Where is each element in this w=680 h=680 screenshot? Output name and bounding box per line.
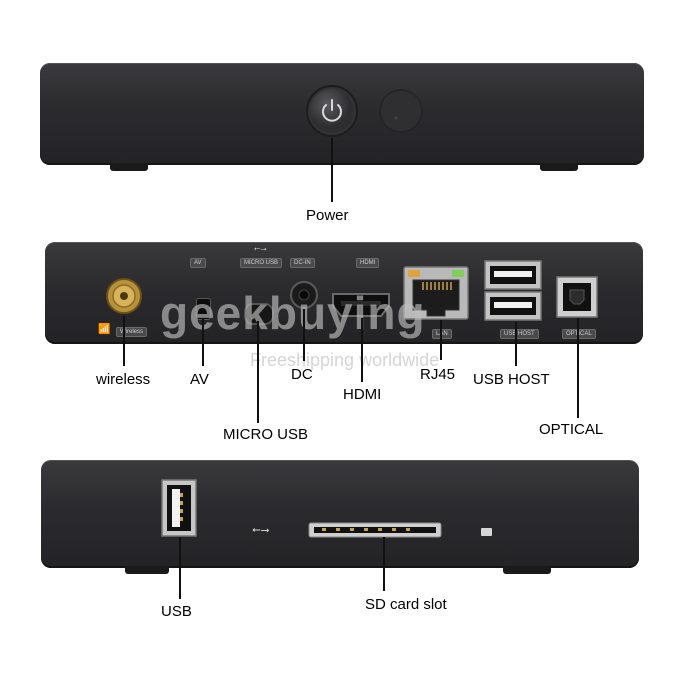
ir-receiver: [379, 89, 423, 133]
watermark-tagline: Freeshipping worldwide: [250, 350, 440, 370]
micro-usb-port: [244, 303, 274, 325]
micro-usb-leader: [257, 321, 259, 423]
hdmi-tag: HDMI: [356, 258, 380, 268]
power-label: Power: [306, 207, 349, 224]
usb-host-label: USB HOST: [473, 371, 550, 388]
power-icon: [322, 99, 342, 122]
av-label: AV: [190, 371, 209, 388]
rj45-label: RJ45: [420, 366, 456, 383]
wireless-label: wireless: [96, 371, 151, 388]
sd-card-icon: [481, 528, 492, 536]
rj45-leader: [440, 320, 442, 360]
power-leader: [331, 138, 333, 202]
av-leader: [202, 318, 204, 366]
watermark-brand: geekbuying: [160, 287, 426, 339]
rj45-port: [403, 266, 469, 320]
wireless-tag: Wireless: [116, 327, 148, 337]
dc-leader: [303, 309, 305, 361]
front-foot-right: [540, 163, 578, 171]
side-foot-right: [503, 566, 551, 574]
av-tag: AV: [190, 258, 206, 268]
usb-host-ports: [484, 260, 542, 321]
usb-symbol-icon-side: ⭠⭢: [252, 524, 270, 536]
wireless-icon: 📶: [98, 324, 111, 335]
optical-label: OPTICAL: [539, 421, 604, 438]
usb-host-leader: [515, 322, 517, 366]
sd-card-slot: [308, 522, 442, 538]
hdmi-label: HDMI: [343, 386, 382, 403]
wireless-leader: [123, 316, 125, 366]
usb-host-tag: USB HOST: [500, 329, 539, 339]
optical-leader: [577, 318, 579, 418]
optical-port: [556, 276, 598, 318]
antenna-connector: [106, 278, 142, 314]
hdmi-leader: [361, 318, 363, 382]
dc-in-tag: DC-IN: [290, 258, 315, 268]
micro-usb-tag: MICRO USB: [240, 258, 283, 268]
usb-symbol-icon: ⭠⭢: [254, 244, 267, 253]
side-panel: [41, 460, 639, 568]
side-foot-left: [125, 566, 169, 574]
sd-leader: [383, 537, 385, 591]
usb-port: [161, 479, 197, 537]
micro-usb-label: MICRO USB: [223, 426, 309, 443]
hdmi-port: [332, 293, 390, 317]
usb-leader: [179, 537, 181, 599]
dc-in-port: [290, 281, 318, 309]
power-button[interactable]: [305, 84, 359, 138]
sd-card-slot-label: SD card slot: [365, 596, 447, 613]
front-foot-left: [110, 163, 148, 171]
usb-label: USB: [161, 603, 192, 620]
dc-label: DC: [291, 366, 313, 383]
